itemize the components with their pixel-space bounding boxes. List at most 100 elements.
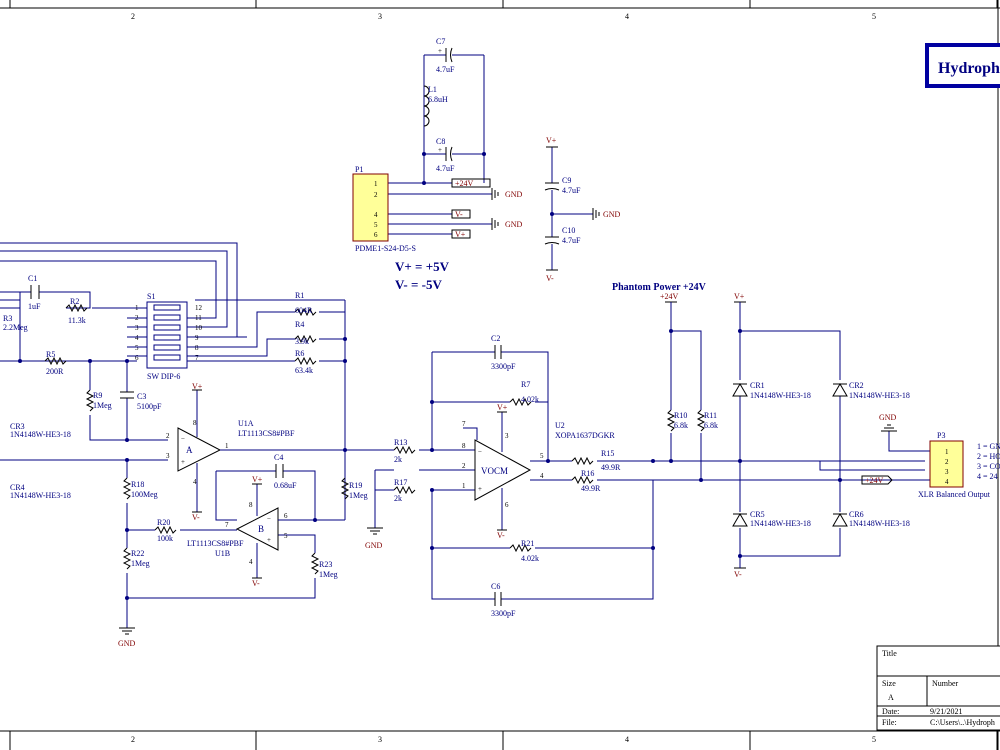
c8-value: 4.7uF bbox=[436, 164, 455, 173]
u1a-pin-4: 4 bbox=[193, 478, 197, 486]
title-block: Title Size A Number Date: 9/21/2021 File… bbox=[876, 645, 1000, 731]
c6-ref: C6 bbox=[491, 582, 500, 591]
column-label-5-bottom: 5 bbox=[872, 735, 876, 744]
s1-pin-7: 7 bbox=[195, 354, 199, 362]
c10-value: 4.7uF bbox=[562, 236, 581, 245]
r23-ref: R23 bbox=[319, 560, 332, 569]
r7-ref: R7 bbox=[521, 380, 530, 389]
capacitor-c4: C4 0.68uF bbox=[274, 453, 297, 490]
resistor-r6: R6 63.4k bbox=[294, 349, 317, 375]
u1a-pin-3: 3 bbox=[166, 452, 170, 460]
cr2-part: 1N4148W-HE3-18 bbox=[849, 391, 910, 400]
u2-pin-6: 6 bbox=[505, 501, 509, 509]
r7-value: 4.02k bbox=[521, 395, 539, 404]
p3-pin-1: 1 bbox=[945, 448, 949, 456]
s1-part: SW DIP-6 bbox=[147, 372, 180, 381]
vplus-equation: V+ = +5V bbox=[395, 259, 450, 274]
svg-text:+: + bbox=[438, 146, 442, 154]
c10-vminus: V- bbox=[546, 274, 554, 283]
p3-legend-3: 3 = CO bbox=[977, 462, 1000, 471]
column-label-2-bottom: 2 bbox=[131, 735, 135, 744]
c6-value: 3300pF bbox=[491, 609, 516, 618]
p3-pin-3: 3 bbox=[945, 468, 949, 476]
cr3-part: 1N4148W-HE3-18 bbox=[10, 430, 71, 439]
r22-ref: R22 bbox=[131, 549, 144, 558]
r3-value: 2.2Meg bbox=[3, 323, 28, 332]
cr6-part: 1N4148W-HE3-18 bbox=[849, 519, 910, 528]
file-label: File: bbox=[882, 718, 897, 727]
u2-pin-3: 3 bbox=[505, 432, 509, 440]
c7-value: 4.7uF bbox=[436, 65, 455, 74]
front-end-section: C1 1uF R2 11.3k R3 2.2Meg R5 200R R9 1Me… bbox=[0, 242, 368, 648]
s1-pin-3: 3 bbox=[135, 324, 139, 332]
r5-value: 200R bbox=[46, 367, 64, 376]
title-banner: Hydroph bbox=[925, 43, 1000, 88]
r18-value: 100Meg bbox=[131, 490, 158, 499]
size-value: A bbox=[888, 693, 894, 702]
phantom-vminus: V- bbox=[734, 570, 742, 579]
resistor-r7: R7 4.02k bbox=[509, 380, 539, 407]
u1a-vplus: V+ bbox=[192, 382, 203, 391]
u1b-vminus: V- bbox=[252, 579, 260, 588]
p3-net-24v: +24V bbox=[865, 476, 884, 485]
front-gnd: GND bbox=[118, 639, 136, 648]
connector-p1: P1 PDME1-S24-D5-S 1 2 4 5 6 bbox=[352, 165, 416, 253]
r3-ref: R3 bbox=[3, 314, 12, 323]
phantom-power-section: Phantom Power +24V +24V V+ V- R10 6.8k R… bbox=[612, 282, 1000, 579]
s1-pin-11: 11 bbox=[195, 314, 202, 322]
c3-ref: C3 bbox=[137, 392, 146, 401]
u1a-part: LT1113CS8#PBF bbox=[238, 429, 295, 438]
c8-ref: C8 bbox=[436, 137, 445, 146]
diff-amp-section: R13 2k R17 2k GND C2 3300pF R7 4.02k VOC… bbox=[345, 334, 655, 618]
capacitor-c10: C10 4.7uF bbox=[544, 226, 581, 245]
diode-cr5: CR5 1N4148W-HE3-18 bbox=[732, 510, 811, 528]
c9-value: 4.7uF bbox=[562, 186, 581, 195]
r11-value: 6.8k bbox=[704, 421, 718, 430]
l1-value: 6.8uH bbox=[428, 95, 448, 104]
p3-pin-4: 4 bbox=[945, 478, 949, 486]
title-label: Title bbox=[882, 649, 897, 658]
r13-ref: R13 bbox=[394, 438, 407, 447]
r20-ref: R20 bbox=[157, 518, 170, 527]
p1-gnd-1: GND bbox=[505, 190, 523, 199]
p3-legend-4: 4 = 24 bbox=[977, 472, 998, 481]
svg-text:+: + bbox=[438, 47, 442, 55]
u2-pin-2: 2 bbox=[462, 462, 466, 470]
inductor-l1 bbox=[423, 85, 430, 127]
resistor-r15: R15 49.9R bbox=[571, 449, 621, 472]
u1b-pin-6: 6 bbox=[284, 512, 288, 520]
diode-cr2: CR2 1N4148W-HE3-18 bbox=[832, 381, 910, 400]
p1-part: PDME1-S24-D5-S bbox=[355, 244, 416, 253]
capacitor-c3: C3 5100pF bbox=[120, 391, 162, 411]
date-label: Date: bbox=[882, 707, 899, 716]
column-label-5: 5 bbox=[872, 12, 876, 21]
r18-ref: R18 bbox=[131, 480, 144, 489]
s1-pin-12: 12 bbox=[195, 304, 203, 312]
c10-ref: C10 bbox=[562, 226, 575, 235]
cr4-part: 1N4148W-HE3-18 bbox=[10, 491, 71, 500]
svg-text:−: − bbox=[478, 448, 482, 456]
r9-value: 1Meg bbox=[93, 401, 112, 410]
u2-pin-8: 8 bbox=[462, 442, 466, 450]
c1-value: 1uF bbox=[28, 302, 41, 311]
r4-value: 3.9k bbox=[295, 337, 309, 346]
p1-pin-6: 6 bbox=[374, 231, 378, 239]
u1a-vminus: V- bbox=[192, 513, 200, 522]
dip-switch-s1: S1 SW DIP-6 1 2 3 4 5 6 12 11 10 9 8 7 bbox=[135, 292, 203, 381]
r11-ref: R11 bbox=[704, 411, 717, 420]
r1-value: 604R bbox=[295, 306, 313, 315]
cr6-ref: CR6 bbox=[849, 510, 864, 519]
capacitor-c8: C8 4.7uF + bbox=[436, 137, 455, 173]
column-label-4-bottom: 4 bbox=[625, 735, 629, 744]
p1-net-vplus: V+ bbox=[455, 230, 466, 239]
cr2-ref: CR2 bbox=[849, 381, 864, 390]
p3-legend-1: 1 = GN bbox=[977, 442, 1000, 451]
r16-value: 49.9R bbox=[581, 484, 601, 493]
u2-pin-4: 4 bbox=[540, 472, 544, 480]
r6-ref: R6 bbox=[295, 349, 304, 358]
u1b-part: LT1113CS8#PBF bbox=[187, 539, 244, 548]
svg-text:+: + bbox=[181, 458, 185, 466]
u2-pin-7: 7 bbox=[462, 420, 466, 428]
